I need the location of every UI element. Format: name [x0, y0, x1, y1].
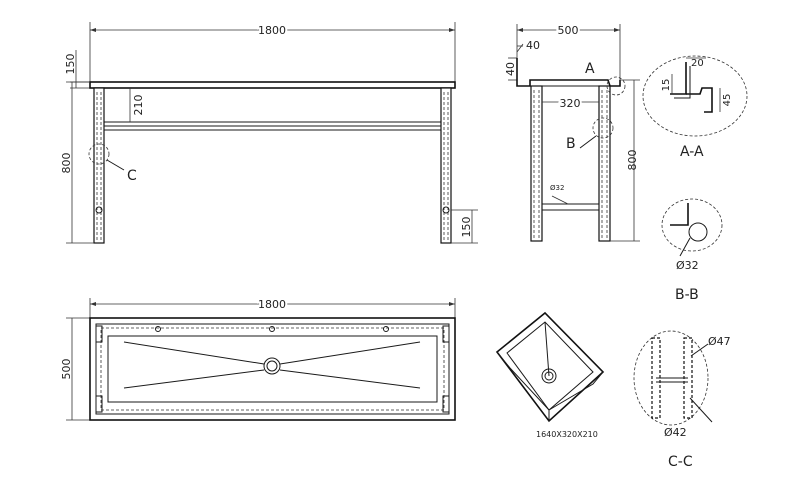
detail-cc-outer: Ø47 — [708, 335, 731, 348]
detail-aa-dim-20: 20 — [691, 58, 704, 69]
plan-width-dim: 1800 — [258, 298, 286, 311]
front-width-dim: 1800 — [258, 24, 286, 37]
iso-view: 1640X320X210 — [495, 311, 605, 439]
front-top-dim: 150 — [64, 54, 77, 75]
side-inner-dim: 320 — [560, 97, 581, 110]
detail-bb: Ø32 B-B — [661, 198, 723, 303]
side-rim-dim-h: 40 — [526, 39, 540, 52]
front-foot-dim: 150 — [460, 217, 473, 238]
callout-a: A — [585, 61, 595, 77]
detail-aa-dim-15: 15 — [661, 79, 672, 92]
side-tube-label: Ø32 — [550, 184, 564, 192]
side-height-dim: 800 — [626, 150, 639, 171]
detail-aa-title: A-A — [680, 144, 704, 160]
plan-view: 1800 500 — [60, 296, 456, 421]
detail-cc-inner: Ø42 — [664, 426, 687, 439]
detail-cc-title: C-C — [668, 454, 693, 470]
detail-bb-dim: Ø32 — [676, 259, 699, 272]
detail-aa: 20 15 45 A-A — [642, 55, 748, 160]
side-view: 500 40 40 320 Ø32 800 A — [504, 22, 640, 242]
detail-cc: Ø47 Ø42 C-C — [633, 330, 731, 470]
callout-b: B — [566, 136, 576, 152]
callout-c: C — [127, 168, 137, 184]
iso-size-label: 1640X320X210 — [536, 430, 598, 439]
front-depth-dim: 210 — [132, 95, 145, 116]
plan-depth-dim: 500 — [60, 359, 73, 380]
detail-aa-dim-45: 45 — [722, 94, 733, 107]
detail-bb-title: B-B — [675, 287, 699, 303]
side-width-dim: 500 — [558, 24, 579, 37]
side-rim-dim-v: 40 — [504, 62, 517, 76]
front-height-dim: 800 — [60, 153, 73, 174]
front-view: 1800 150 210 800 — [60, 22, 478, 244]
